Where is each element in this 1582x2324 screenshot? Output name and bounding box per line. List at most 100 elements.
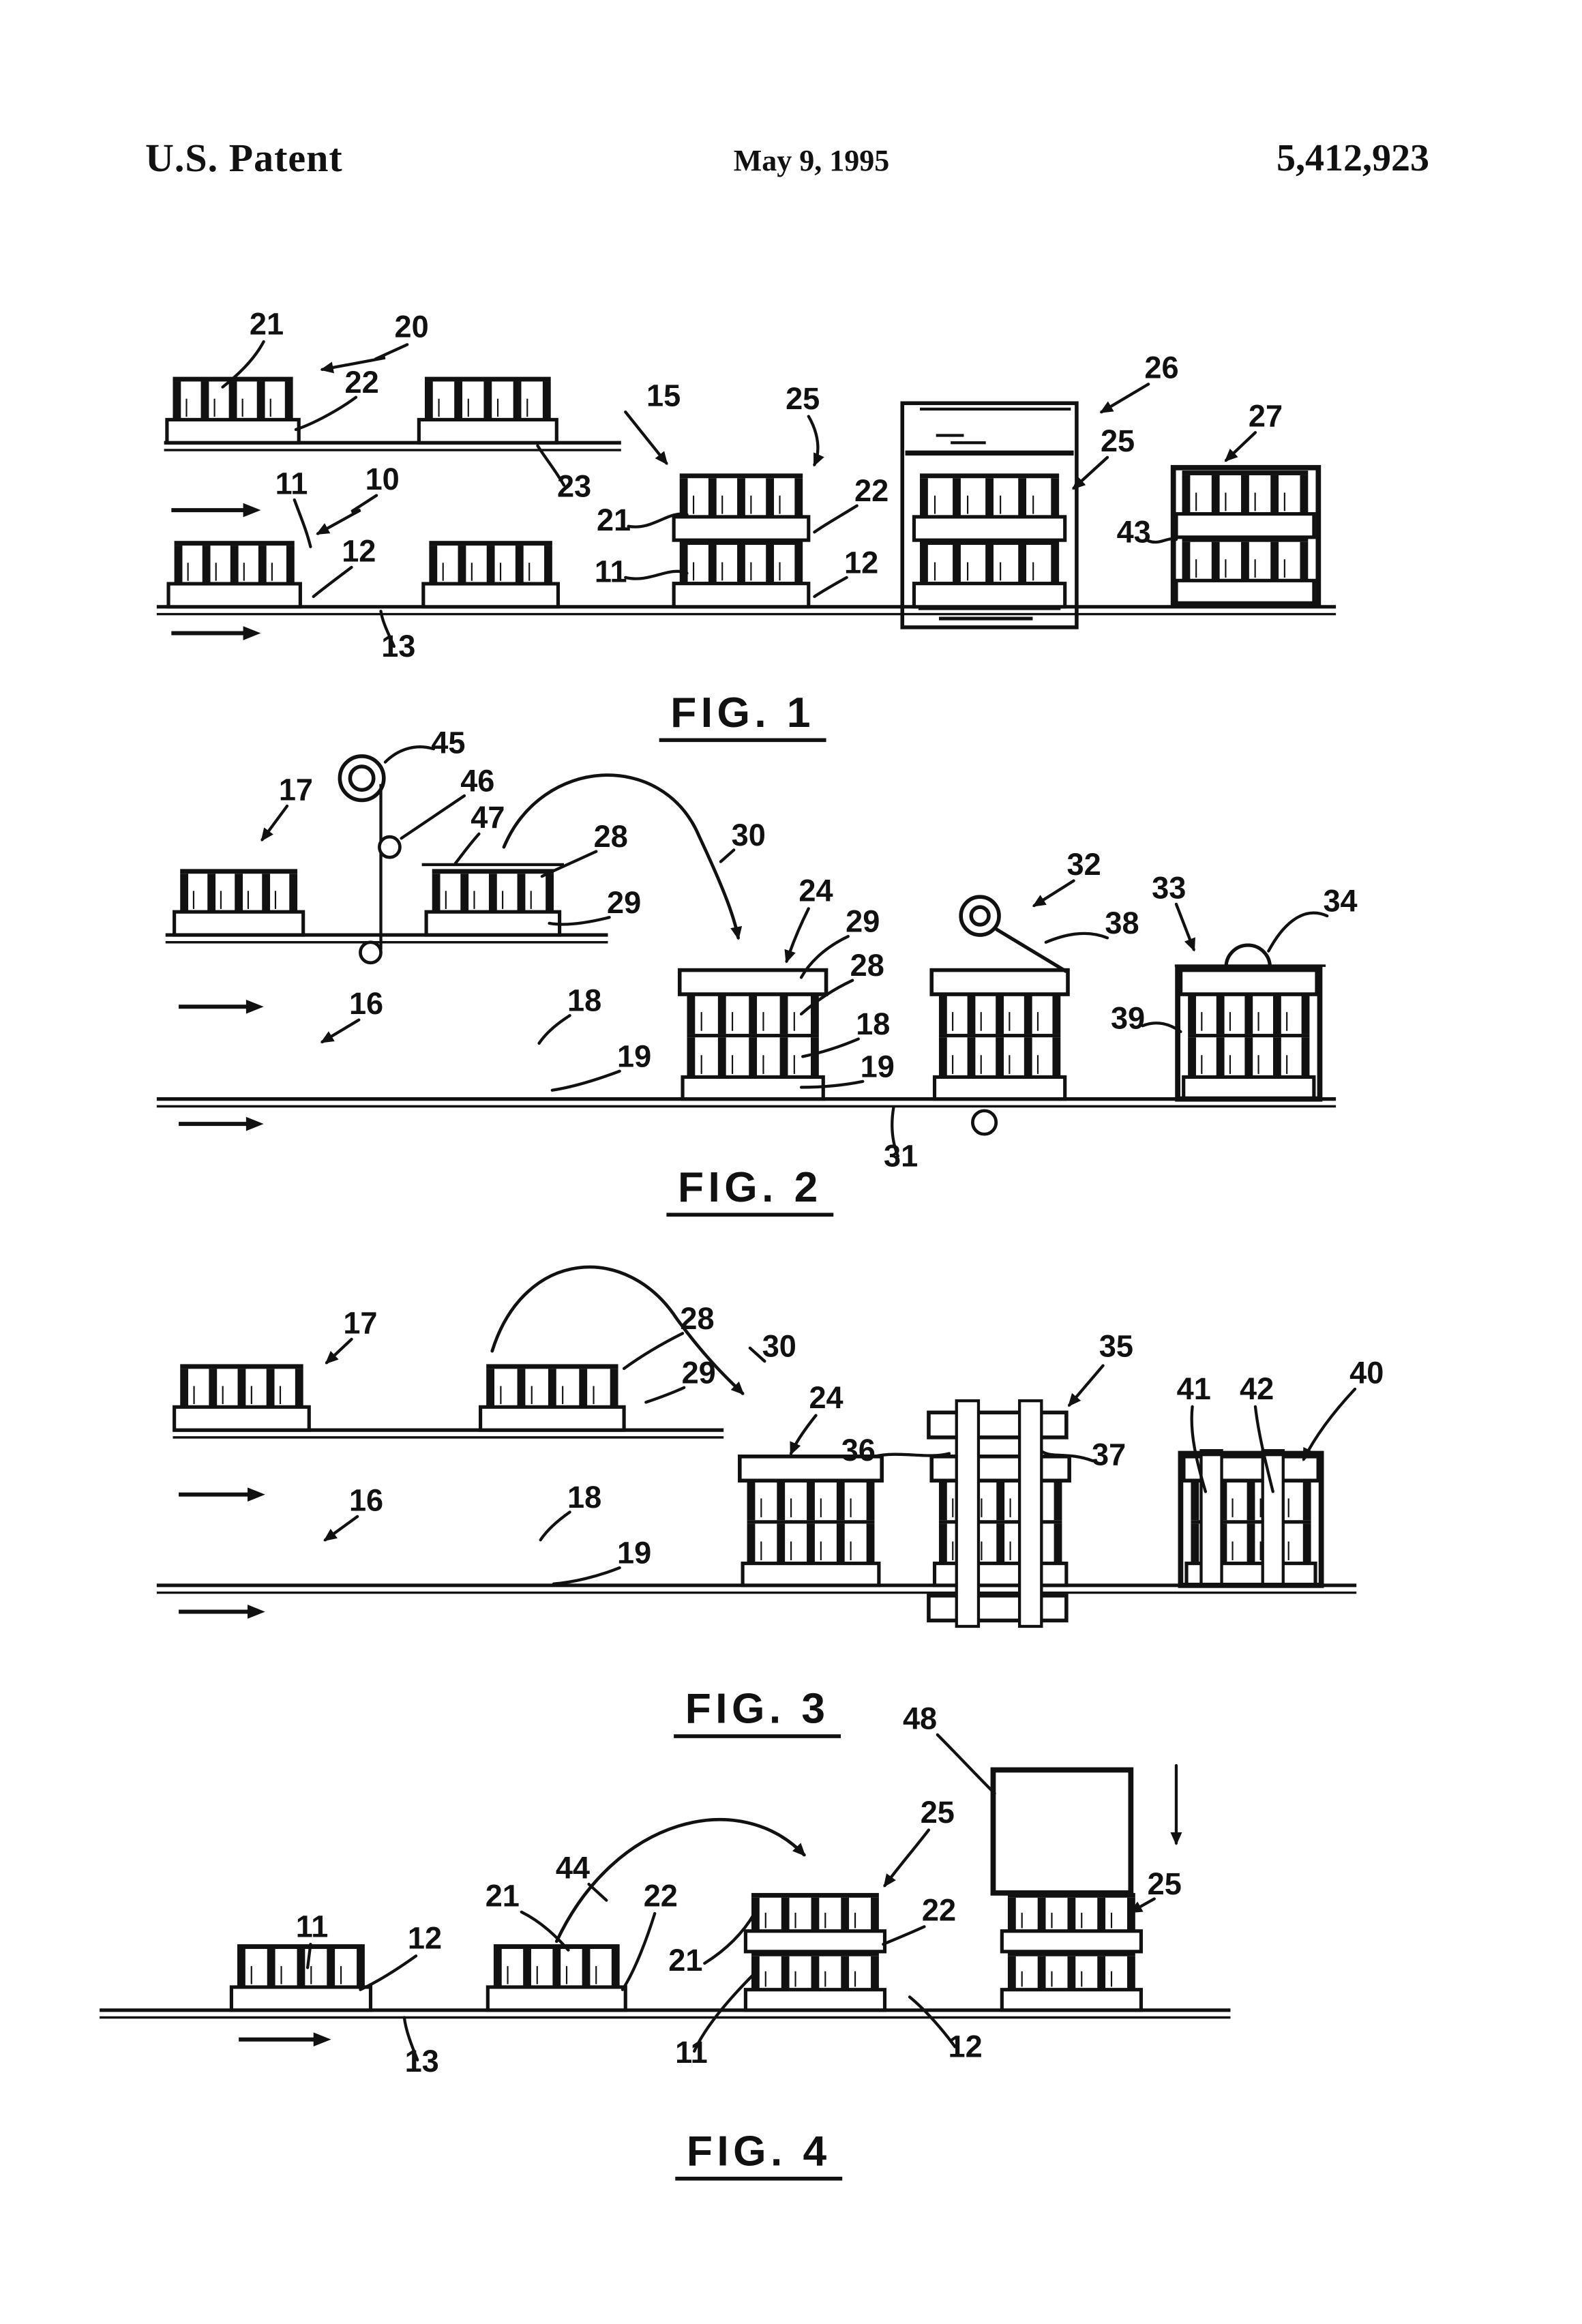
istack (929, 1454, 1071, 1588)
leader-line (1147, 537, 1178, 544)
leader-line (548, 916, 611, 926)
leader-line (1224, 431, 1257, 462)
harrow (179, 1487, 265, 1502)
leader-line (621, 1911, 657, 1991)
istack (1178, 968, 1319, 1101)
leader-line (293, 498, 312, 548)
leader-line (748, 1346, 766, 1363)
boldrect (990, 1767, 1134, 1896)
strap (1017, 1399, 1043, 1628)
leader-line (400, 794, 466, 840)
crate (417, 376, 558, 445)
leader-line (789, 1414, 818, 1456)
istack (929, 968, 1070, 1101)
leader-line (550, 1069, 621, 1092)
leader-line (1302, 1387, 1357, 1461)
ref-numeral-44: 44 (556, 1850, 590, 1885)
crate (165, 376, 301, 445)
leader-line (1041, 1450, 1094, 1463)
patent-date: May 9, 1995 (733, 144, 890, 177)
ref-numeral-16: 16 (349, 1483, 383, 1517)
leader-line (402, 2016, 419, 2061)
leader-line (520, 1910, 570, 1952)
crate (421, 541, 561, 609)
leader-line (540, 850, 598, 878)
leader-line (453, 832, 481, 865)
strap (955, 1399, 981, 1628)
leader-line (383, 745, 436, 764)
leader-line (799, 1079, 865, 1089)
bar (927, 1410, 1069, 1440)
harrow (179, 1605, 265, 1619)
ref-numeral-10: 10 (365, 462, 400, 496)
ref-numeral-22: 22 (344, 365, 378, 400)
ref-numeral-22: 22 (922, 1893, 956, 1928)
leader-line (1190, 1405, 1208, 1493)
ref-numeral-22: 22 (644, 1878, 678, 1913)
circle (378, 835, 402, 859)
ref-numeral-22: 22 (854, 473, 889, 508)
ref-numeral-21: 21 (668, 1943, 702, 1978)
leader-line (799, 935, 850, 979)
strap (1261, 1449, 1285, 1587)
leader-line (1068, 1364, 1105, 1407)
ref-numeral-25: 25 (1101, 423, 1135, 458)
leader-line (1267, 911, 1329, 953)
leader-line (1141, 1022, 1182, 1033)
boldrect (1178, 1450, 1324, 1588)
ref-numeral-29: 29 (846, 904, 880, 939)
leader-line (1044, 932, 1109, 944)
strap (1199, 1449, 1223, 1587)
ref-numeral-11: 11 (595, 554, 627, 589)
leader-line (627, 512, 689, 528)
leader-line (813, 576, 848, 598)
leader-line (294, 396, 358, 432)
leader-line (1129, 1897, 1156, 1914)
path (554, 1817, 806, 1943)
figure-caption: FIG. 2 (678, 1164, 822, 1211)
ref-numeral-29: 29 (607, 885, 641, 920)
leader-line (536, 444, 566, 487)
figure-caption: FIG. 4 (687, 2128, 831, 2175)
leader-line (379, 610, 396, 649)
leader-line (693, 1970, 758, 2053)
ref-numeral-18: 18 (567, 1480, 601, 1515)
ref-numeral-29: 29 (682, 1355, 716, 1390)
istack (738, 1454, 884, 1588)
ref-numeral-12: 12 (342, 533, 376, 568)
ref-numeral-13: 13 (381, 629, 415, 664)
leader-line (539, 1510, 571, 1542)
ref-numeral-33: 33 (1152, 870, 1186, 905)
ref-numeral-35: 35 (1099, 1329, 1133, 1364)
ref-numeral-19: 19 (617, 1039, 651, 1073)
ref-numeral-23: 23 (557, 469, 591, 504)
leader-line (883, 1828, 931, 1888)
ref-numeral-17: 17 (343, 1305, 377, 1340)
leader-line (801, 1037, 860, 1058)
leader-line (891, 1106, 899, 1158)
leader-line (936, 1733, 996, 1796)
ref-numeral-21: 21 (486, 1878, 520, 1913)
leader-line (359, 1954, 418, 1991)
ref-numeral-42: 42 (1240, 1371, 1274, 1406)
harrow (171, 626, 261, 640)
ref-numeral-25: 25 (1148, 1866, 1182, 1901)
circle (971, 1109, 998, 1136)
crate (486, 1944, 627, 2012)
crate (166, 541, 302, 609)
leader-line (537, 1014, 571, 1045)
leader-line (873, 1452, 951, 1458)
circle2 (338, 754, 386, 803)
crate (173, 869, 305, 937)
path (490, 1265, 745, 1395)
leader-line (624, 411, 668, 465)
ref-numeral-41: 41 (1177, 1371, 1211, 1406)
crate (173, 1364, 311, 1432)
leader-line (799, 979, 854, 1016)
harrow (171, 503, 261, 518)
dome (1224, 943, 1272, 968)
leader-line (323, 1515, 359, 1542)
ref-numeral-28: 28 (850, 948, 884, 983)
ref-numeral-12: 12 (844, 545, 878, 580)
